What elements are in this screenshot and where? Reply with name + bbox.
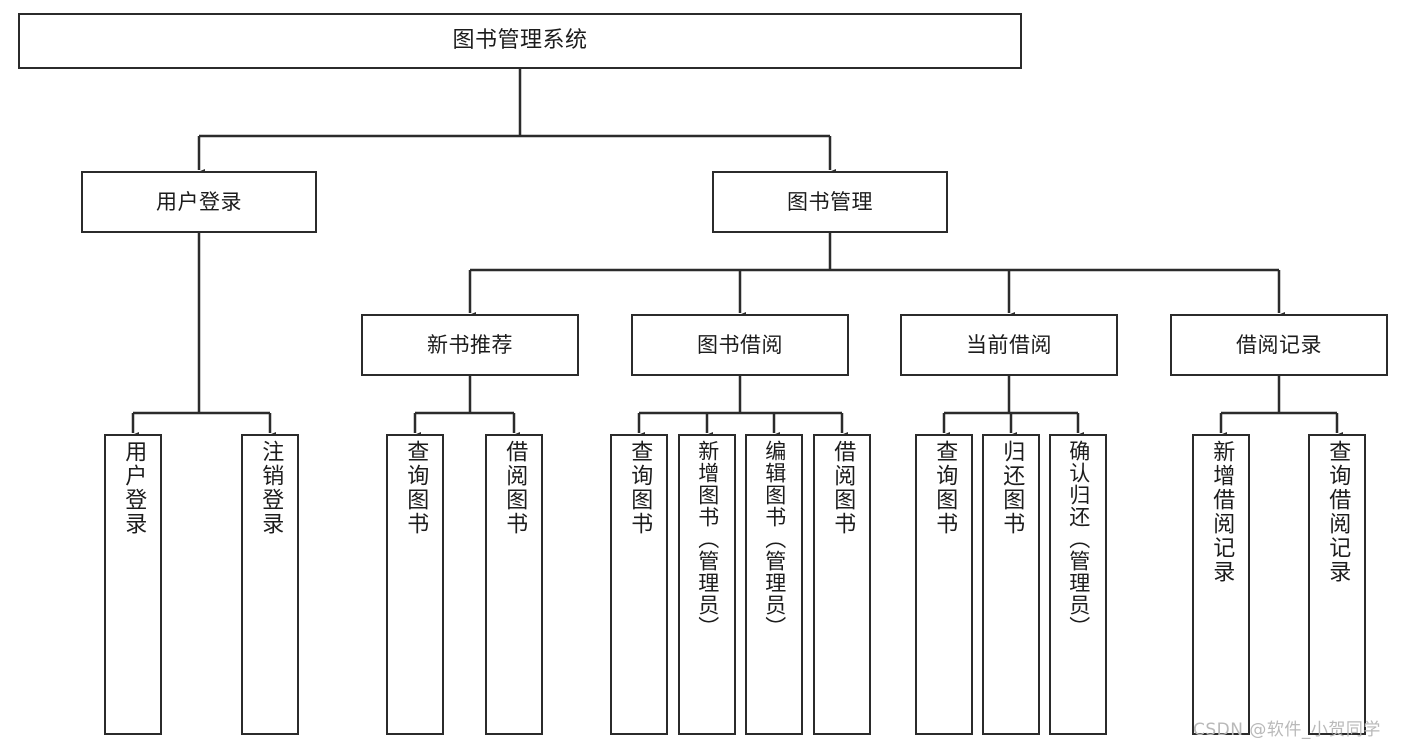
node-leaf-query-record: 查询借阅记录 (1308, 434, 1366, 735)
node-leaf-user-login: 用户登录 (104, 434, 162, 735)
node-leaf-logout: 注销登录 (241, 434, 299, 735)
node-leaf-borrow-book-2: 借阅图书 (813, 434, 871, 735)
node-label: 确认归还（管理员） (1066, 440, 1091, 638)
node-borrow-record: 借阅记录 (1170, 314, 1388, 376)
node-label: 当前借阅 (966, 332, 1052, 357)
node-label: 归还图书 (999, 440, 1025, 536)
node-label: 查询图书 (403, 440, 429, 536)
node-leaf-query-book-2: 查询图书 (610, 434, 668, 735)
node-label: 注销登录 (258, 440, 284, 536)
watermark-text: CSDN @软件_小贺同学 (1193, 720, 1381, 740)
node-label: 借阅图书 (502, 440, 528, 536)
node-leaf-query-book-1: 查询图书 (386, 434, 444, 735)
node-label: 查询图书 (932, 440, 958, 536)
node-user-login: 用户登录 (81, 171, 317, 233)
node-label: 用户登录 (156, 189, 242, 214)
node-root: 图书管理系统 (18, 13, 1022, 69)
node-label: 查询借阅记录 (1325, 440, 1351, 584)
node-label: 用户登录 (121, 440, 147, 536)
node-book-manage: 图书管理 (712, 171, 948, 233)
node-label: 借阅图书 (830, 440, 856, 536)
node-label: 编辑图书（管理员） (762, 440, 787, 638)
node-new-book-rec: 新书推荐 (361, 314, 579, 376)
node-leaf-borrow-book-1: 借阅图书 (485, 434, 543, 735)
node-label: 新书推荐 (427, 332, 513, 357)
node-label: 图书管理 (787, 189, 873, 214)
node-current-borrow: 当前借阅 (900, 314, 1118, 376)
node-leaf-confirm-return: 确认归还（管理员） (1049, 434, 1107, 735)
node-leaf-add-record: 新增借阅记录 (1192, 434, 1250, 735)
node-leaf-return-book: 归还图书 (982, 434, 1040, 735)
node-book-borrow: 图书借阅 (631, 314, 849, 376)
node-label: 新增图书（管理员） (695, 440, 720, 638)
node-label: 图书管理系统 (452, 28, 588, 54)
node-label: 新增借阅记录 (1209, 440, 1235, 584)
node-label: 查询图书 (627, 440, 653, 536)
node-leaf-query-book-3: 查询图书 (915, 434, 973, 735)
node-label: 借阅记录 (1236, 332, 1322, 357)
node-leaf-add-book: 新增图书（管理员） (678, 434, 736, 735)
node-label: 图书借阅 (697, 332, 783, 357)
node-leaf-edit-book: 编辑图书（管理员） (745, 434, 803, 735)
